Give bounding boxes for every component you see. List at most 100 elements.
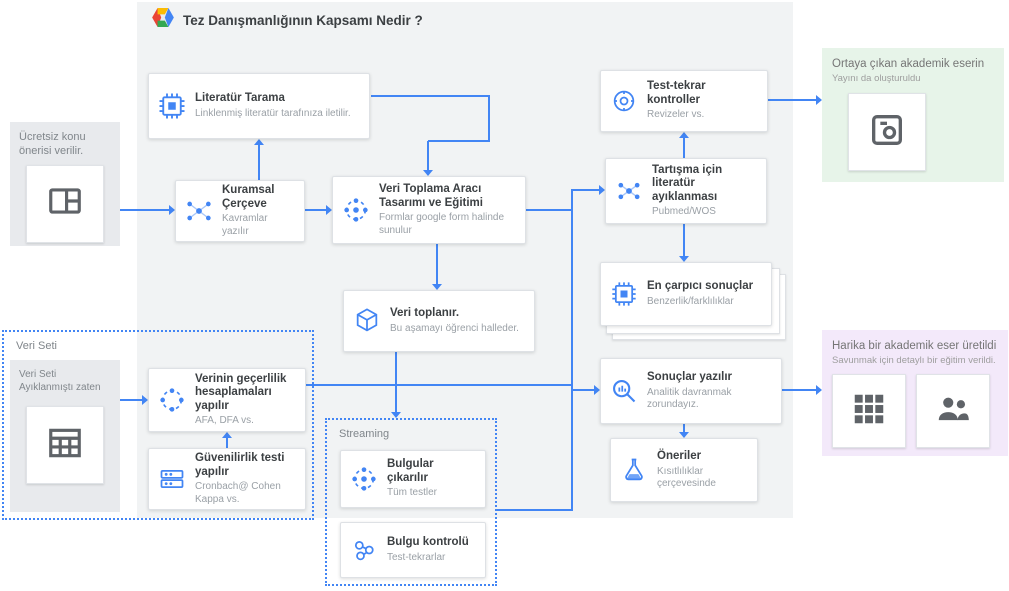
arrowhead [679,132,689,138]
connector-line [120,399,142,401]
dataset-tile[interactable] [26,406,104,484]
zone-streaming-label: Streaming [339,428,390,440]
grid-table-icon [850,390,888,433]
search-analytics-icon [609,377,639,405]
chip-icon [157,91,187,121]
zone-published-title: Ortaya çıkan akademik eserin [832,58,985,70]
node-title: Veri toplanır. [390,307,460,320]
node-title: Bulgular çıkarılır [387,458,434,484]
google-cloud-logo-icon [152,8,174,32]
node-guvenilirlik-testi[interactable]: Güvenilirlik testi yapılır Cronbach@ Coh… [148,448,306,510]
node-title: Güvenilirlik testi yapılır [195,452,285,478]
zone-final-subtitle: Savunmak için detaylı bir eğitim verildi… [832,355,996,367]
node-title: Sonuçlar yazılır [647,371,733,384]
network-nodes-icon [614,177,644,205]
connector-line [571,389,594,391]
node-subtitle: Revizeler vs. [647,109,705,121]
arrowhead [594,385,600,395]
zone-published: Ortaya çıkan akademik eserin Yayını da o… [822,48,1004,182]
process-ring-icon [157,386,187,414]
connector-line [782,389,816,391]
cluster-icon [349,536,379,564]
node-kuramsal-cerceve[interactable]: Kuramsal Çerçeve Kavramlar yazılır [175,180,305,242]
node-subtitle: Kısıtlılıklar çerçevesinde [657,465,716,489]
network-nodes-icon [184,197,214,225]
node-title: Tartışma için literatür ayıklanması [652,163,723,203]
zone-final: Harika bir akademik eser üretildi Savunm… [822,330,1008,456]
arrowhead [599,185,605,195]
arrowhead [326,205,332,215]
node-literatur-tarama[interactable]: Literatür Tarama Linklenmiş literatür ta… [148,73,370,139]
chip-icon [609,280,639,308]
connector-line [526,209,571,211]
connector-line [571,189,599,191]
connector-line [258,145,260,180]
connector-line [488,95,490,141]
connector-line [683,424,685,432]
zone-dataset-inner: Veri Seti Ayıklanmıştı zaten [10,360,120,512]
connector-line [371,95,490,97]
node-tartisma-literatur[interactable]: Tartışma için literatür ayıklanması Pubm… [605,158,767,224]
node-en-carpici-sonuclar[interactable]: En çarpıcı sonuçlar Benzerlik/farklılıkl… [600,262,772,326]
node-subtitle: Test-tekrarlar [387,551,446,563]
node-subtitle: Benzerlik/farklılıklar [647,295,734,307]
publish-doc-icon [867,110,907,155]
connector-line [306,384,571,386]
arrowhead [423,170,433,176]
node-test-tekrar-kontroller[interactable]: Test-tekrar kontroller Revizeler vs. [600,70,768,132]
zone-dataset-inner-label: Veri Seti Ayıklanmıştı zaten [19,369,101,393]
node-title: Kuramsal Çerçeve [222,184,275,210]
zone-free-topic: Ücretsiz konu önerisi verilir. [10,122,120,246]
published-tile[interactable] [848,93,926,172]
zone-dataset: Veri Seti [2,330,314,520]
node-gecerlilik-hesaplama[interactable]: Verinin geçerlilik hesaplamaları yapılır… [148,368,306,432]
layer-bars-icon [157,465,187,493]
zone-final-title: Harika bir akademik eser üretildi [832,340,997,352]
final-table-tile[interactable] [832,374,906,449]
diagram-title: Tez Danışmanlığının Kapsamı Nedir ? [183,12,423,28]
connector-line [683,224,685,256]
zone-dataset-label: Veri Seti [16,340,57,352]
node-veri-toplanir[interactable]: Veri toplanır. Bu aşamayı öğrenci halled… [343,290,535,352]
node-title: Verinin geçerlilik hesaplamaları yapılır [195,372,287,412]
arrowhead [254,139,264,145]
arrowhead [816,385,822,395]
connector-line [226,438,228,448]
connector-line [395,352,397,412]
node-title: Test-tekrar kontroller [647,80,706,106]
zone-published-subtitle: Yayını da oluşturuldu [832,73,921,85]
node-subtitle: Cronbach@ Cohen Kappa vs. [195,481,281,505]
zone-streaming: Streaming [325,418,497,586]
node-bulgu-kontrolu[interactable]: Bulgu kontrolü Test-tekrarlar [340,522,486,578]
arrowhead [169,205,175,215]
card-layout-icon [46,182,84,225]
connector-line [305,209,326,211]
node-oneriler[interactable]: Öneriler Kısıtlılıklar çerçevesinde [610,438,758,502]
arrowhead [432,284,442,290]
connector-line [683,138,685,158]
node-sonuclar-yazilir[interactable]: Sonuçlar yazılır Analitik davranmak zoru… [600,358,782,424]
node-subtitle: Formlar google form halinde sunulur [379,212,505,236]
arrowhead [222,432,232,438]
node-subtitle: AFA, DFA vs. [195,415,254,427]
arrowhead [391,412,401,418]
process-ring-icon [349,465,379,493]
cube-icon [352,307,382,335]
node-subtitle: Linklenmiş literatür tarafınıza iletilir… [195,107,351,119]
node-bulgular-cikarilir[interactable]: Bulgular çıkarılır Tüm testler [340,450,486,508]
node-title: Literatür Tarama [195,92,285,105]
final-people-tile[interactable] [916,374,990,449]
connector-line [571,190,573,511]
node-veri-toplama-araci[interactable]: Veri Toplama Aracı Tasarımı ve Eğitimi F… [332,176,526,244]
connector-line [768,99,816,101]
connector-line [427,141,429,170]
node-subtitle: Kavramlar yazılır [222,213,268,237]
node-subtitle: Tüm testler [387,487,438,499]
node-title: Öneriler [657,450,702,463]
node-title: Veri Toplama Aracı Tasarımı ve Eğitimi [379,183,483,209]
connector-line [436,244,438,284]
free-topic-tile[interactable] [26,164,104,243]
data-table-icon [46,424,84,467]
node-subtitle: Analitik davranmak zorundayız. [647,386,732,410]
